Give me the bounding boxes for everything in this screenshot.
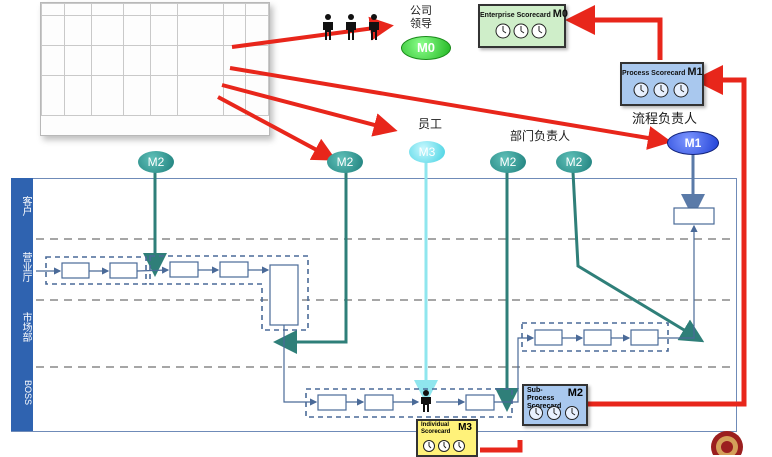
m3-badge: M3 (409, 141, 445, 163)
m0-badge: M0 (401, 36, 451, 60)
m2-badge-label: M2 (336, 155, 354, 169)
process-scorecard-level: M1 (687, 66, 703, 78)
red-arrows (217, 16, 672, 161)
logo-seal (711, 431, 743, 455)
individual-scorecard-title: Individual Scorecard (421, 422, 451, 435)
enterprise-scorecard-title: Enterprise Scorecard (480, 12, 551, 19)
enterprise-scorecard: Enterprise Scorecard M0 (478, 4, 569, 48)
lane-label-marketing: 市场部 (20, 312, 31, 342)
lane-dividers (36, 238, 733, 368)
subprocess-scorecard-level: M2 (567, 387, 583, 399)
m2-badge-3: M2 (490, 151, 526, 173)
enterprise-clock-icons (495, 23, 547, 39)
m2-badge-label: M2 (499, 155, 517, 169)
process-boxes (61, 207, 715, 411)
dept-head-label: 部门负责人 (510, 129, 571, 143)
process-scorecard: Process Scorecard M1 (620, 62, 704, 106)
lane-header-column (11, 178, 33, 431)
m0-badge-label: M0 (416, 40, 436, 55)
process-scorecard-title: Process Scorecard (622, 70, 686, 77)
individual-scorecard-level: M3 (458, 422, 472, 433)
scorecard-document (40, 2, 270, 136)
process-owner-label: 流程负责人 (632, 112, 698, 127)
swimlane-frame (11, 178, 737, 432)
process-clock-icons (633, 82, 689, 98)
teal-connectors (143, 170, 705, 412)
individual-scorecard: Individual Scorecard M3 (416, 419, 478, 457)
m2-badge-2: M2 (327, 151, 363, 173)
m1-badge-label: M1 (684, 136, 702, 150)
lane-label-customer: 客户 (20, 196, 31, 216)
m2-badge-1: M2 (138, 151, 174, 173)
m2-badge-4: M2 (556, 151, 592, 173)
lane-label-hall: 营业厅 (20, 252, 31, 282)
m3-badge-label: M3 (418, 145, 436, 159)
subprocess-scorecard: Sub-Process Scorecard M2 (522, 384, 588, 426)
employee-person-icon (421, 390, 431, 412)
subprocess-clock-icons (529, 406, 579, 420)
individual-clock-icons (423, 440, 465, 452)
m2-badge-label: M2 (565, 155, 583, 169)
document-table (41, 3, 269, 116)
lane-label-boss: BOSS (23, 380, 33, 406)
flow-arrows (36, 224, 698, 406)
enterprise-scorecard-level: M0 (552, 8, 569, 20)
red-feedback-arrows (480, 5, 747, 453)
m1-badge: M1 (667, 131, 719, 155)
company-leaders-label: 公司 领导 (410, 4, 432, 30)
employees-label: 员工 (418, 117, 443, 131)
m2-badge-label: M2 (147, 155, 165, 169)
process-groups (45, 255, 669, 418)
leader-person-icons (323, 14, 379, 40)
subprocess-scorecard-title: Sub-Process Scorecard (527, 387, 562, 410)
